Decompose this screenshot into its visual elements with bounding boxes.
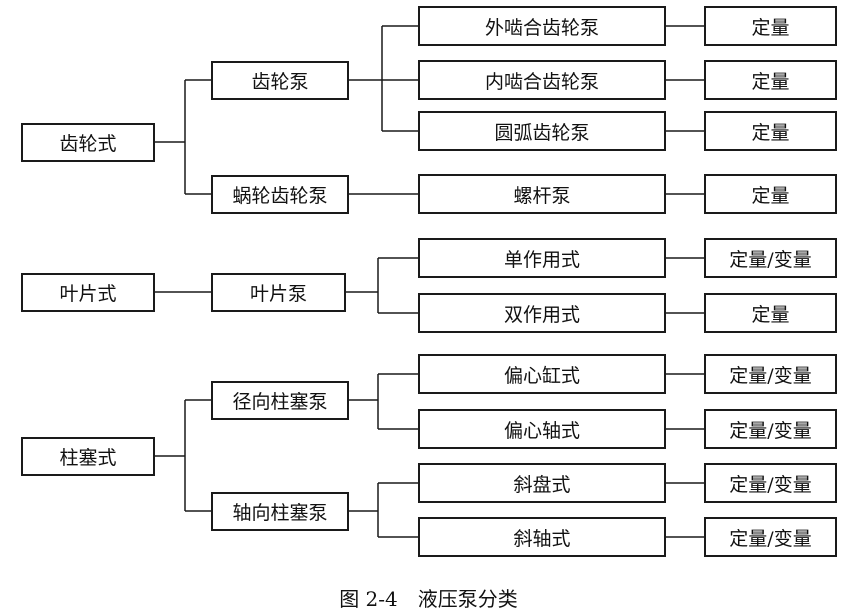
- displacement-bent-axis: 定量/变量: [704, 517, 837, 557]
- screw-pump-box: 螺杆泵: [418, 174, 666, 214]
- displacement-internal-gear: 定量: [704, 60, 837, 100]
- eccentric-cylinder-box: 偏心缸式: [418, 354, 666, 394]
- single-acting-box: 单作用式: [418, 238, 666, 278]
- axial-piston-pump-box: 轴向柱塞泵: [211, 492, 349, 531]
- displacement-arc-gear: 定量: [704, 111, 837, 151]
- arc-gear-pump-box: 圆弧齿轮泵: [418, 111, 666, 151]
- displacement-double-acting: 定量: [704, 293, 837, 333]
- displacement-single-acting: 定量/变量: [704, 238, 837, 278]
- double-acting-box: 双作用式: [418, 293, 666, 333]
- category-piston-box: 柱塞式: [21, 437, 155, 476]
- gear-pump-box: 齿轮泵: [211, 61, 349, 100]
- swash-plate-box: 斜盘式: [418, 463, 666, 503]
- displacement-eccentric-shaft: 定量/变量: [704, 409, 837, 449]
- figure-caption: 图 2-4 液压泵分类: [339, 587, 518, 611]
- radial-piston-pump-box: 径向柱塞泵: [211, 381, 349, 420]
- displacement-swash-plate: 定量/变量: [704, 463, 837, 503]
- vane-pump-box: 叶片泵: [211, 273, 346, 312]
- worm-gear-pump-box: 蜗轮齿轮泵: [211, 175, 349, 214]
- displacement-screw: 定量: [704, 174, 837, 214]
- displacement-external-gear: 定量: [704, 6, 837, 46]
- external-gear-pump-box: 外啮合齿轮泵: [418, 6, 666, 46]
- displacement-eccentric-cylinder: 定量/变量: [704, 354, 837, 394]
- eccentric-shaft-box: 偏心轴式: [418, 409, 666, 449]
- category-gear-box: 齿轮式: [21, 123, 155, 162]
- internal-gear-pump-box: 内啮合齿轮泵: [418, 60, 666, 100]
- bent-axis-box: 斜轴式: [418, 517, 666, 557]
- category-vane-box: 叶片式: [21, 273, 155, 312]
